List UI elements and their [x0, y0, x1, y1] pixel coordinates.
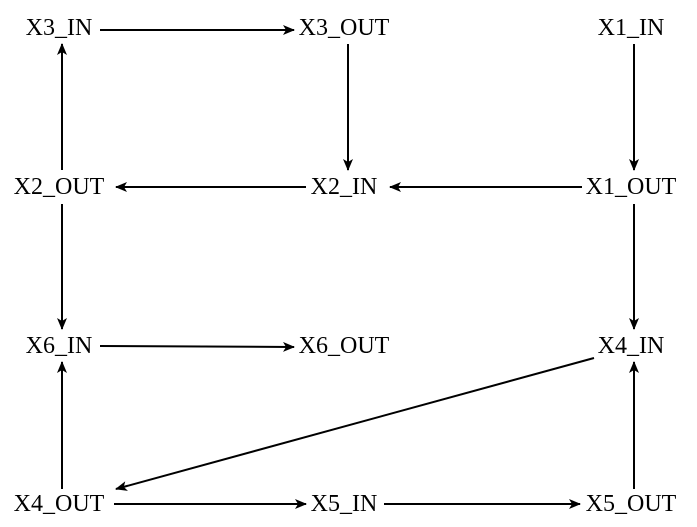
- node-x3-out: X3_OUT: [299, 15, 390, 41]
- node-x1-out: X1_OUT: [586, 174, 677, 200]
- node-x3-in: X3_IN: [26, 15, 93, 41]
- edges-layer: [57, 25, 639, 509]
- node-x6-out: X6_OUT: [299, 333, 390, 359]
- node-x2-in: X2_IN: [311, 174, 378, 200]
- node-x4-in: X4_IN: [598, 333, 665, 359]
- nodes-layer: X3_IN X3_OUT X1_IN X2_OUT X2_IN X1_OUT X6_IN X6…: [14, 15, 677, 517]
- node-x1-in: X1_IN: [598, 15, 665, 41]
- node-x5-in: X5_IN: [311, 491, 378, 517]
- node-x2-out: X2_OUT: [14, 174, 105, 200]
- edge-x6-in-to-x6-out: [99, 341, 295, 352]
- edge-x4-in-to-x4-out: [115, 357, 595, 491]
- node-x4-out: X4_OUT: [14, 491, 105, 517]
- node-x5-out: X5_OUT: [586, 491, 677, 517]
- node-x6-in: X6_IN: [26, 333, 93, 359]
